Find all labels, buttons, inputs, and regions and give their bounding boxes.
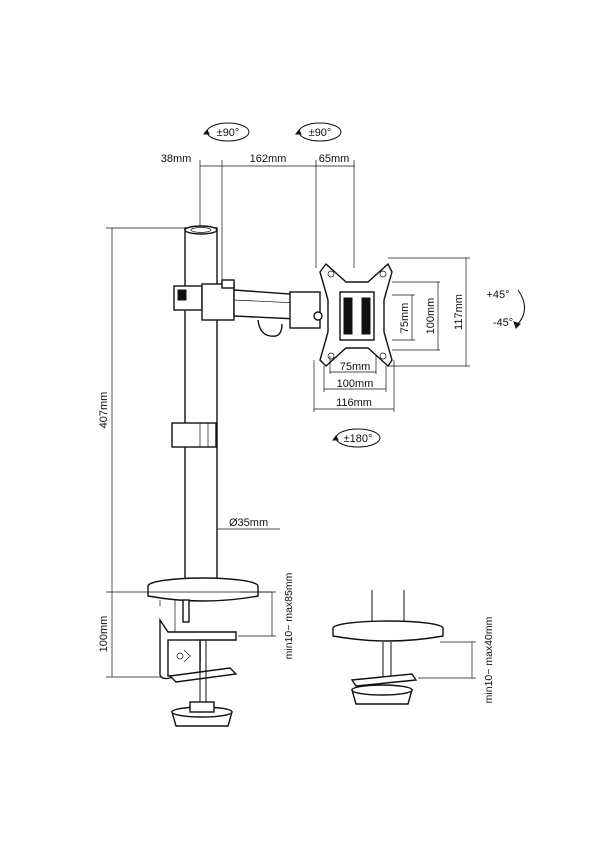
dim-clamp-range: min10~ max85mm <box>283 572 295 659</box>
tilt-rotation-group: +45° -45° <box>486 289 525 329</box>
dim-407mm: 407mm <box>98 392 110 429</box>
dim-65mm: 65mm <box>319 153 350 165</box>
desk-clamp <box>147 577 272 727</box>
dim-clamp-100mm: 100mm <box>98 616 110 653</box>
tilt-up-label: +45° <box>486 289 509 301</box>
rotation-tilt-left-icon: ±90° <box>203 122 250 142</box>
pole <box>171 225 218 584</box>
dim-162mm: 162mm <box>250 153 287 165</box>
dim-38mm: 38mm <box>161 153 192 165</box>
tilt-arc-icon <box>515 289 525 327</box>
rotation-swivel-icon: ±180° <box>332 428 381 448</box>
rotation-label-left: ±90° <box>217 127 240 139</box>
dim-vesa-100-w: 100mm <box>337 378 374 390</box>
rotation-tilt-right-icon: ±90° <box>295 122 342 142</box>
clamp-range-dims: min10~ max85mm <box>238 572 295 659</box>
rotation-label-right: ±90° <box>309 127 332 139</box>
rotation-label-swivel: ±180° <box>344 433 373 445</box>
dim-pole-diameter: Ø35mm <box>229 517 268 529</box>
height-dimension-group: 407mm 100mm <box>98 227 192 678</box>
dim-grommet-range: min10~ max40mm <box>483 616 495 703</box>
grommet-mount <box>332 590 444 705</box>
dim-vesa-116-w: 116mm <box>336 397 372 409</box>
grommet-range-dims: min10~ max40mm <box>418 616 495 703</box>
dim-vesa-100-h: 100mm <box>425 298 437 335</box>
dim-vesa-75-h: 75mm <box>399 303 411 334</box>
vesa-plate <box>319 262 393 368</box>
tilt-down-label: -45° <box>493 317 513 329</box>
top-dimension-group: 38mm 162mm 65mm <box>161 153 355 290</box>
vesa-vertical-dims: 75mm 100mm 117mm <box>388 257 470 367</box>
dim-vesa-117-h: 117mm <box>453 294 465 330</box>
pole-diameter-label: Ø35mm <box>217 517 280 530</box>
arm <box>173 279 323 337</box>
dim-vesa-75-w: 75mm <box>340 361 371 373</box>
vesa-horizontal-dims: 75mm 100mm 116mm <box>313 356 395 412</box>
